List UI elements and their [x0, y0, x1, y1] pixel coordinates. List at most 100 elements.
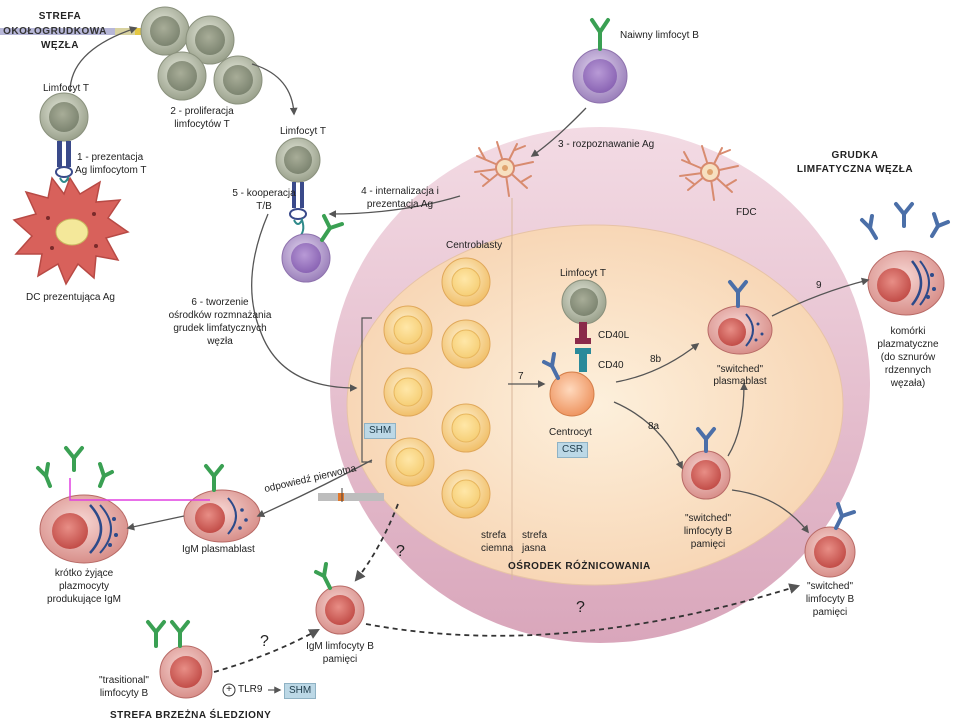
plus-icon: +: [226, 684, 232, 695]
switched-mem-gc-line3: pamięci: [690, 539, 726, 550]
centroblasts-label: Centroblasty: [446, 240, 503, 251]
switched-memory-b-gc: [681, 427, 731, 500]
centroblast: [441, 257, 491, 307]
t-cell-cooperation: [275, 137, 321, 183]
question-mark-3: ?: [260, 633, 269, 650]
step7-label: 7: [518, 371, 524, 382]
igm-plasmablast-cell: [183, 464, 261, 543]
dark-zone-line2: ciemna: [481, 543, 514, 554]
secreted-antibodies-green: [36, 446, 114, 488]
igm-highlight-line: [69, 478, 210, 501]
centroblast: [385, 437, 435, 487]
dashed-arrows: [213, 503, 801, 673]
step2-line1: 2 - proliferacja: [170, 106, 234, 117]
short-plasmacytes-line3: produkujące IgM: [47, 594, 121, 605]
switched-plasmablast-line2: plasmablast: [713, 376, 767, 387]
short-plasmacytes-line1: krótko żyjące: [54, 568, 114, 579]
arrow-8b: [615, 343, 700, 383]
dendritic-cell: [12, 176, 130, 286]
arrow-proliferation-to-tcell: [251, 63, 298, 116]
step6-line1: 6 - tworzenie: [191, 297, 249, 308]
step8a-label: 8a: [648, 421, 660, 432]
step4-line1: 4 - internalizacja i: [361, 186, 439, 197]
plasma-cells-line3: (do sznurów: [880, 352, 936, 363]
step5-line2: T/B: [256, 201, 272, 212]
centrocyte: [542, 352, 595, 417]
switched-mem-out-line1: "switched": [806, 581, 853, 592]
igm-plasmablast-label: IgM plasmablast: [182, 544, 255, 555]
step8b-label: 8b: [650, 354, 662, 365]
short-plasmacytes-line2: plazmocyty: [58, 581, 109, 592]
step4-line2: prezentacja Ag: [366, 199, 434, 210]
dashed-gc-to-igm-memory: [354, 503, 399, 582]
switched-mem-out-line2: limfocyty B: [805, 594, 855, 605]
question-mark-1: ?: [396, 543, 405, 560]
arrow-step4: [328, 195, 461, 218]
centroblast: [383, 367, 433, 417]
dashed-transitional-to-igm: [213, 628, 320, 673]
light-zone-line1: strefa: [522, 530, 548, 541]
dark-zone-line1: strefa: [481, 530, 507, 541]
switched-mem-out-line3: pamięci: [812, 607, 848, 618]
arrows: [69, 26, 870, 534]
transitional-line1: "trasitional": [99, 675, 149, 686]
step5-line1: 5 - kooperacja: [232, 188, 296, 199]
csr-badge: CSR: [557, 442, 589, 458]
arrow-memory-to-plasmablast: [727, 382, 748, 457]
dc-label: DC prezentująca Ag: [26, 292, 115, 303]
step2-line2: limfocytów T: [174, 119, 230, 130]
plus-icon-circle: [222, 683, 236, 697]
tlr9-label: TLR9: [238, 684, 263, 695]
cd40l-cd40-complex: [575, 322, 591, 372]
shm-gc-badge: SHM: [364, 423, 397, 439]
shm-spleen-badge: SHM: [284, 683, 317, 699]
plasma-cells-line4: rdzennych: [884, 365, 932, 376]
proliferating-t-cells: [140, 6, 263, 105]
fdc-label: FDC: [736, 207, 757, 218]
switched-mem-gc-line1: "switched": [684, 513, 731, 524]
arrow-to-igm-plasmablast: [256, 459, 373, 517]
plasma-cells-line1: komórki: [890, 326, 926, 337]
centroblast: [383, 305, 433, 355]
plasma-cell: [867, 250, 945, 316]
step6-line4: węzła: [207, 336, 233, 347]
plasma-cells-line5: węzała): [890, 378, 926, 389]
arrow-to-short-plasmacyte: [126, 515, 185, 531]
centroblast: [441, 319, 491, 369]
step9-label: 9: [816, 280, 822, 291]
naive-b-label: Naiwny limfocyt B: [620, 30, 699, 41]
centrocyte-label: Centrocyt: [549, 427, 592, 438]
transitional-line2: limfocyty B: [99, 688, 149, 699]
node-zone-label-2: OKOŁOGRUDKOWA: [3, 26, 107, 37]
arrow-memory-out: [731, 489, 809, 534]
node-zone-label-3: WĘZŁA: [40, 40, 80, 51]
question-mark-2: ?: [576, 599, 585, 616]
centroblast-group: [383, 257, 491, 519]
transitional-b-cell: [146, 620, 213, 699]
spleen-zone-label: STREFA BRZEŻNA ŚLEDZIONY: [110, 710, 272, 721]
t-cell-top-label: Limfocyt T: [43, 83, 89, 94]
secreted-antibodies-blue: [860, 202, 950, 240]
light-zone-line2: jasna: [522, 543, 546, 554]
naive-b-cell: [572, 18, 628, 104]
germinal-center-label: OŚRODEK RÓŻNICOWANIA: [508, 561, 651, 572]
node-zone-label-1: STREFA: [38, 11, 82, 22]
arrow-8a: [613, 401, 683, 470]
step1-line2: Ag limfocytom T: [75, 165, 147, 176]
t-cell-coop-label: Limfocyt T: [280, 126, 326, 137]
t-cell-gc-label: Limfocyt T: [560, 268, 606, 279]
arrow-step6: [251, 213, 358, 392]
centroblast: [441, 403, 491, 453]
short-lived-plasmacyte: [39, 494, 129, 564]
t-cell-gc: [561, 279, 607, 325]
switched-plasmablast-cell: [707, 280, 773, 355]
switched-mem-gc-line2: limfocyty B: [683, 526, 733, 537]
centroblast: [441, 469, 491, 519]
t-cell-top-left: [39, 92, 89, 142]
arrow-step3: [530, 107, 587, 157]
follicle-label-2: LIMFATYCZNA WĘZŁA: [796, 164, 914, 175]
arrow-step9: [771, 277, 870, 317]
switched-memory-b-out: [804, 502, 856, 578]
b-cell-cooperation: [281, 214, 344, 283]
